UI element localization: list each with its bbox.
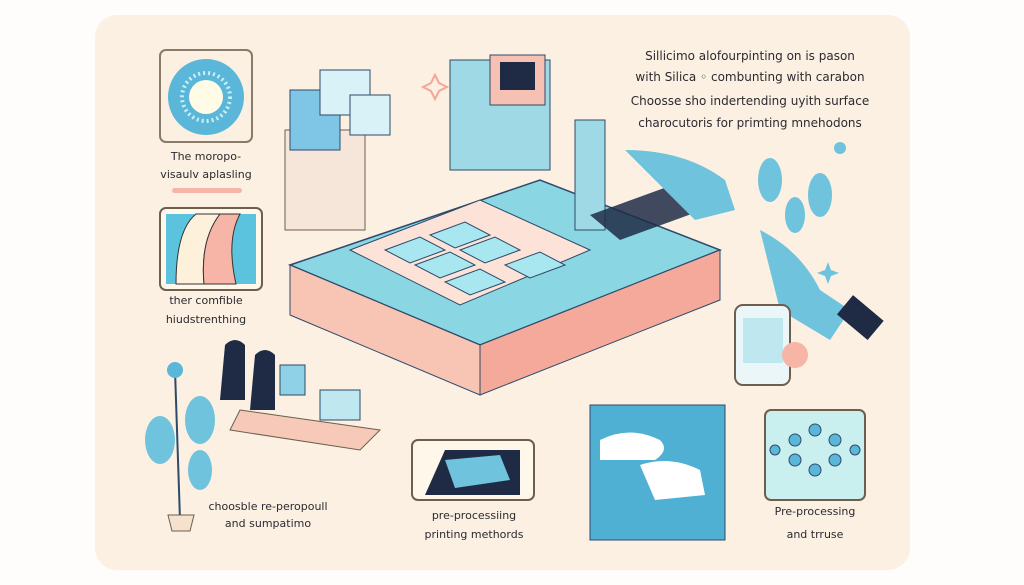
left-caption2-line1: ther comfible (169, 294, 243, 307)
top-text-line4: charocutoris for primting mnehodons (638, 116, 862, 130)
left-caption1-line2: visaulv aplasling (160, 168, 252, 181)
printing-caption-line1: pre-processiing (431, 509, 517, 522)
gloved-hand-icon (625, 150, 884, 341)
molecule-caption-line1: Pre-processing (774, 505, 856, 518)
printing-grid-icon (411, 439, 535, 501)
rainbow-icon (159, 207, 263, 291)
hands-panel (589, 404, 726, 541)
top-text-line3: Choosse sho indertending uyith surface (630, 94, 870, 108)
top-text-line1: Sillicimo alofourpinting on is pason (645, 49, 855, 63)
sun-icon (159, 49, 253, 143)
molecule-caption-line2: and trruse (786, 528, 844, 541)
divider-line (172, 188, 242, 193)
workers-at-desk (220, 340, 382, 451)
computer-cabinet (284, 69, 391, 231)
printing-machine (287, 54, 730, 396)
molecule-icon (764, 409, 866, 501)
workers-caption-line2: and sumpatimo (224, 517, 312, 530)
left-caption2-line2: hiudstrenthing (165, 313, 247, 326)
workers-caption-line1: choosble re-peropoull (208, 500, 328, 513)
plant-icon (145, 362, 215, 532)
top-text-line2: with Silica ◦ combunting with carabon (635, 70, 865, 84)
printing-caption-line2: printing methords (424, 528, 524, 541)
left-caption1-line1: The moropo- (170, 150, 242, 163)
sparkle-icons (420, 72, 846, 284)
phone-icon (734, 304, 808, 386)
